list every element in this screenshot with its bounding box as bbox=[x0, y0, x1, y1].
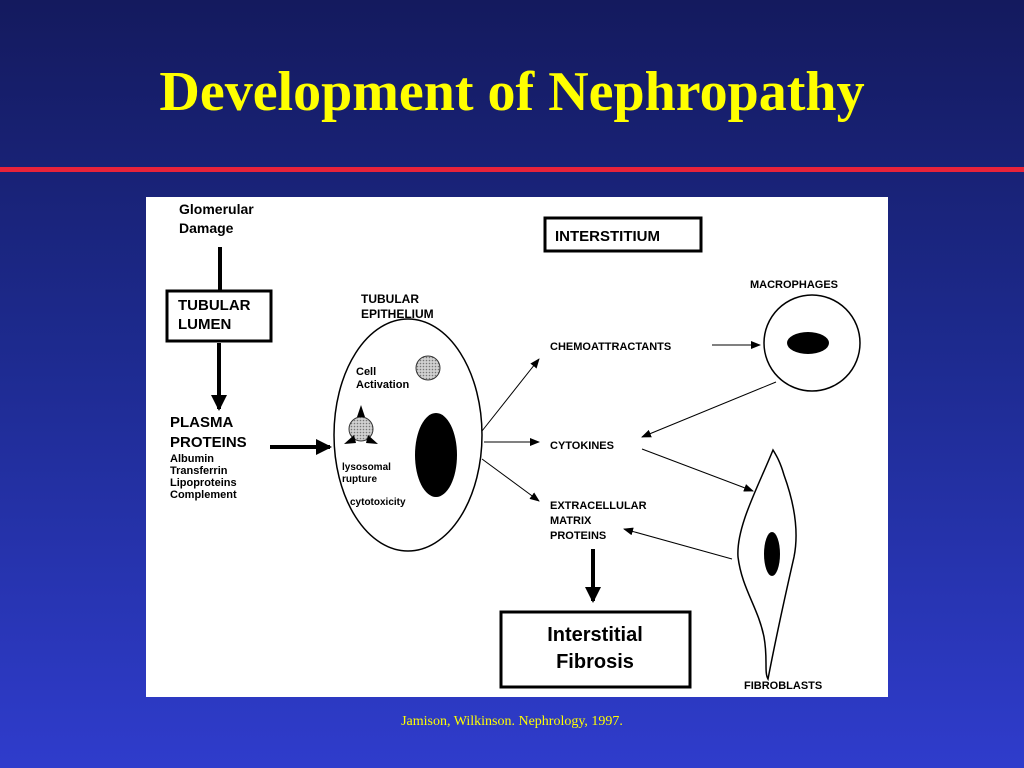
ecm-label-3: PROTEINS bbox=[550, 530, 606, 542]
diagram-svg: Glomerular Damage TUBULAR LUMEN PLASMA P… bbox=[165, 201, 861, 692]
cytotoxicity-label: cytotoxicity bbox=[350, 497, 406, 508]
tubular-lumen-label-2: LUMEN bbox=[178, 316, 231, 333]
macrophage-nucleus bbox=[787, 332, 829, 354]
tubular-epithelium-label-1: TUBULAR bbox=[361, 292, 419, 306]
cell-activation-label-2: Activation bbox=[356, 379, 409, 391]
lysosomal-rupture-label-1: lysosomal bbox=[342, 462, 391, 473]
tubular-lumen-box bbox=[165, 289, 273, 343]
tubular-lumen-label-1: TUBULAR bbox=[178, 297, 251, 314]
glomerular-damage-label-1: Glomerular bbox=[179, 201, 254, 217]
nephropathy-diagram: Glomerular Damage TUBULAR LUMEN PLASMA P… bbox=[146, 197, 888, 697]
lysosome-burst-left bbox=[344, 435, 356, 444]
lysosome-burst-up bbox=[357, 405, 365, 417]
macrophages-to-cytokines-arrow bbox=[641, 381, 777, 438]
fibrosis-label-2: Fibrosis bbox=[556, 651, 634, 673]
plasma-item-albumin: Albumin bbox=[170, 453, 214, 465]
lysosome-burst-right bbox=[366, 435, 378, 444]
lysosomal-rupture-label-2: rupture bbox=[342, 474, 377, 485]
plasma-proteins-label-1: PLASMA bbox=[170, 414, 234, 431]
interstitium-label: INTERSTITIUM bbox=[555, 228, 660, 245]
cytokines-label: CYTOKINES bbox=[550, 440, 614, 452]
plasma-proteins-label-2: PROTEINS bbox=[170, 434, 247, 451]
chemoattractants-label: CHEMOATTRACTANTS bbox=[550, 341, 671, 353]
fibroblasts-to-ecm-arrow bbox=[623, 527, 733, 560]
epithelium-to-ecm-arrow bbox=[481, 458, 540, 502]
glomerular-damage-label-2: Damage bbox=[179, 220, 234, 236]
fibrosis-label-1: Interstitial bbox=[547, 624, 643, 646]
fibroblasts-label: FIBROBLASTS bbox=[744, 680, 822, 692]
fibrosis-box bbox=[499, 610, 692, 689]
citation: Jamison, Wilkinson. Nephrology, 1997. bbox=[401, 714, 623, 729]
title-divider bbox=[0, 167, 1024, 172]
plasma-item-transferrin: Transferrin bbox=[170, 465, 228, 477]
fibroblast-nucleus bbox=[764, 532, 780, 576]
plasma-item-lipoproteins: Lipoproteins bbox=[170, 477, 237, 489]
epithelium-to-chemoattractants-arrow bbox=[481, 358, 540, 432]
activated-granule bbox=[415, 355, 441, 381]
macrophages-label: MACROPHAGES bbox=[750, 279, 838, 291]
slide-title: Development of Nephropathy bbox=[159, 61, 865, 123]
epithelial-cell bbox=[333, 318, 483, 552]
plasma-item-complement: Complement bbox=[170, 489, 237, 501]
cytokines-to-fibroblasts-arrow bbox=[641, 448, 754, 492]
tubular-epithelium-label-2: EPITHELIUM bbox=[361, 307, 434, 321]
ecm-label-2: MATRIX bbox=[550, 515, 592, 527]
interstitium-box bbox=[543, 216, 703, 253]
epithelial-nucleus bbox=[415, 413, 457, 497]
cell-activation-label-1: Cell bbox=[356, 366, 376, 378]
ecm-label-1: EXTRACELLULAR bbox=[550, 500, 647, 512]
